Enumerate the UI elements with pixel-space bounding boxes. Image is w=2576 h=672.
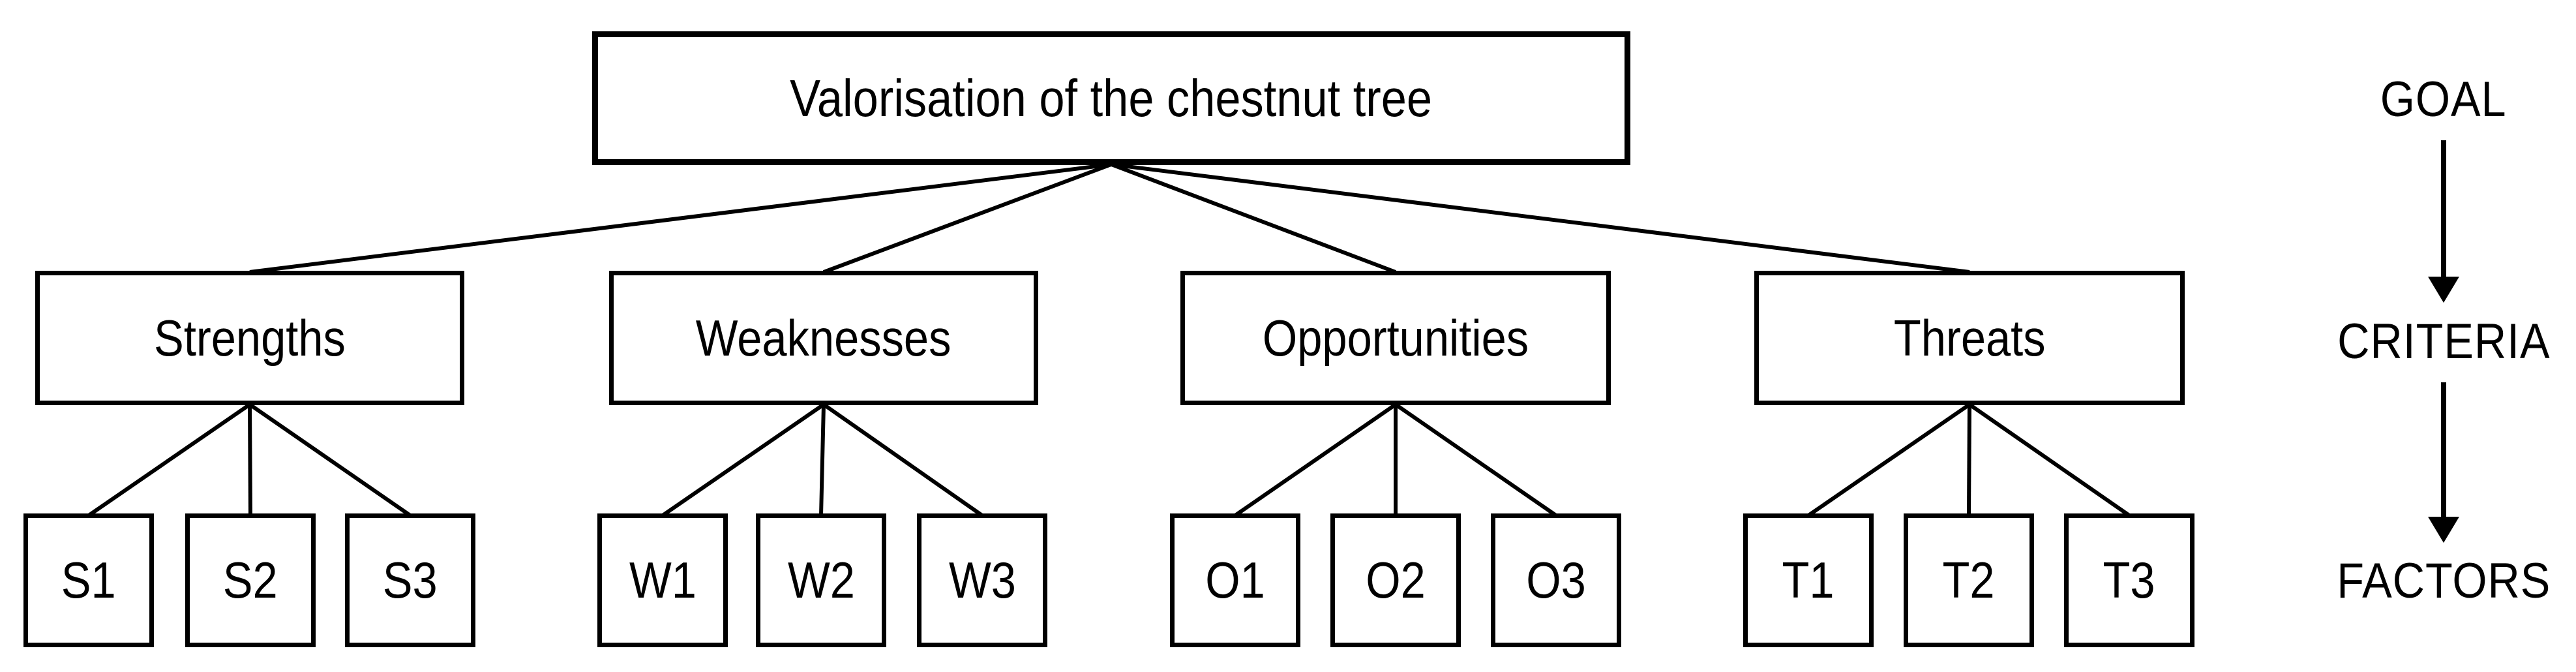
factor-node-t3: T3: [2064, 513, 2194, 647]
factor-label: W1: [629, 551, 696, 609]
criteria-label: Strengths: [154, 309, 346, 367]
factor-node-t2: T2: [1904, 513, 2034, 647]
factor-label: W2: [787, 551, 855, 609]
factor-node-s3: S3: [345, 513, 475, 647]
criteria-node-opportunities: Opportunities: [1180, 271, 1611, 405]
factor-node-s2: S2: [185, 513, 316, 647]
factor-label: O2: [1366, 551, 1426, 609]
criteria-node-weaknesses: Weaknesses: [609, 271, 1038, 405]
factor-label: W3: [948, 551, 1016, 609]
factor-label: T1: [1782, 551, 1835, 609]
factor-node-w2: W2: [756, 513, 886, 647]
factor-label: T3: [2103, 551, 2156, 609]
factor-label: S1: [61, 551, 116, 609]
criteria-label: Opportunities: [1262, 309, 1529, 367]
criteria-node-strengths: Strengths: [35, 271, 464, 405]
down-arrow-icon: [2428, 382, 2459, 543]
factor-node-s1: S1: [23, 513, 154, 647]
strengths-to-factors-lines: [87, 403, 412, 517]
level-label-text: GOAL: [2380, 71, 2507, 127]
factor-node-w1: W1: [597, 513, 728, 647]
factor-label: S3: [383, 551, 438, 609]
factor-node-o3: O3: [1491, 513, 1621, 647]
opportunities-to-factors-lines: [1234, 403, 1557, 517]
criteria-label: Weaknesses: [696, 309, 951, 367]
factor-node-o2: O2: [1330, 513, 1461, 647]
level-label-factors: FACTORS: [2312, 551, 2575, 611]
level-label-goal: GOAL: [2312, 69, 2575, 129]
factor-node-t1: T1: [1743, 513, 1874, 647]
criteria-node-threats: Threats: [1754, 271, 2185, 405]
factor-node-w3: W3: [917, 513, 1047, 647]
factor-label: T2: [1942, 551, 1996, 609]
goal-label: Valorisation of the chestnut tree: [790, 69, 1433, 127]
goal-node: Valorisation of the chestnut tree: [592, 31, 1630, 165]
level-label-text: FACTORS: [2336, 553, 2551, 609]
goal-to-criteria-lines: [249, 162, 1970, 274]
threats-to-factors-lines: [1807, 403, 2131, 517]
factor-label: O1: [1205, 551, 1265, 609]
factor-label: O3: [1526, 551, 1586, 609]
factor-node-o1: O1: [1170, 513, 1300, 647]
level-label-criteria: CRITERIA: [2312, 311, 2575, 371]
criteria-label: Threats: [1893, 309, 2046, 367]
factor-label: S2: [223, 551, 278, 609]
down-arrow-icon: [2428, 140, 2459, 303]
level-label-text: CRITERIA: [2337, 313, 2551, 369]
weaknesses-to-factors-lines: [661, 403, 983, 517]
